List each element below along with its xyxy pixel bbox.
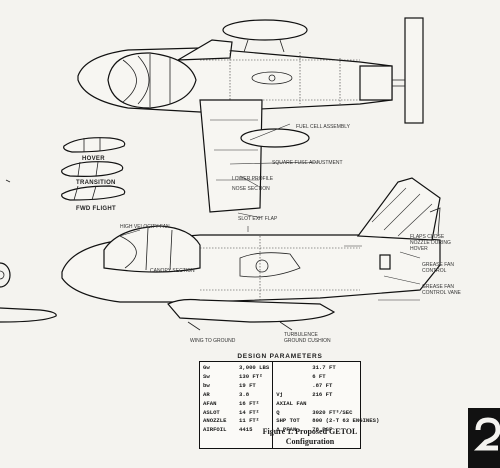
param-key: SHP TOT xyxy=(276,417,300,425)
param-row: 31.7 FT xyxy=(276,364,379,373)
param-row: bw 19 FT xyxy=(203,382,269,391)
param-value: 216 FT xyxy=(312,390,333,398)
param-row: AIRFOIL 4415 xyxy=(203,426,269,435)
svg-text:CANOPY SECTION: CANOPY SECTION xyxy=(150,268,195,274)
param-key: bw xyxy=(203,381,210,389)
param-row: 6 FT xyxy=(276,373,379,382)
corner-logo xyxy=(468,408,500,468)
param-key xyxy=(276,364,312,373)
param-key: Gw xyxy=(203,364,210,371)
figure-caption: Figure 1. Proposed GETOL Configuration xyxy=(245,427,375,447)
airfoil-fwd-flight: FWD FLIGHT xyxy=(61,185,126,212)
param-value: 6 FT xyxy=(312,372,326,380)
getol-drawing: FUEL CELL ASSEMBLY SQUARE FUSE ADJUSTMEN… xyxy=(0,17,462,344)
svg-text:HOVER: HOVER xyxy=(82,156,105,162)
svg-text:CONTROL VANE: CONTROL VANE xyxy=(422,290,462,296)
param-value: 800 (2-T 63 ENGINES) xyxy=(312,417,380,425)
param-row: SHP TOT 800 (2-T 63 ENGINES) xyxy=(276,417,379,426)
param-row: Q 3020 FT³/SEC xyxy=(276,409,379,418)
svg-text:HOVER: HOVER xyxy=(410,246,428,252)
param-row: AXIAL FAN xyxy=(276,400,379,409)
param-row: Vj 216 FT xyxy=(276,391,379,400)
svg-text:GREASE FAN: GREASE FAN xyxy=(422,262,454,268)
parameters-left-column: Gw 3,000 LBS Sw 130 FT² bw 19 FT AR 3.8 AFAN… xyxy=(200,362,274,448)
svg-text:GREASE FAN: GREASE FAN xyxy=(422,284,454,290)
svg-text:NOSE SECTION: NOSE SECTION xyxy=(232,186,270,192)
param-row: Δ PFAN 78 PSF xyxy=(276,426,379,435)
plan-view: FUEL CELL ASSEMBLY SQUARE FUSE ADJUSTMEN… xyxy=(77,17,424,222)
svg-text:TRANSITION: TRANSITION xyxy=(76,180,116,186)
svg-text:LOWER PROFILE: LOWER PROFILE xyxy=(232,176,274,182)
svg-text:WING TO GROUND: WING TO GROUND xyxy=(190,338,236,344)
param-key: AIRFOIL xyxy=(203,426,227,434)
svg-text:NOZZLE DURING: NOZZLE DURING xyxy=(410,240,451,246)
caption-line-2: Configuration xyxy=(285,437,335,446)
param-value: 16 FT² xyxy=(239,399,260,407)
param-value: 14 FT² xyxy=(239,408,260,416)
param-row: Gw 3,000 LBS xyxy=(203,364,269,373)
param-key: AFAN xyxy=(203,399,217,407)
param-key: Sw xyxy=(203,372,210,380)
airfoil-transition: TRANSITION xyxy=(61,161,124,186)
param-row: AR 3.8 xyxy=(203,391,269,400)
svg-text:FWD FLIGHT: FWD FLIGHT xyxy=(76,206,116,212)
caption-line-1: Figure 1. Proposed GETOL xyxy=(262,427,358,436)
svg-text:FLAPS CLOSE: FLAPS CLOSE xyxy=(410,234,445,240)
svg-text:FUEL CELL ASSEMBLY: FUEL CELL ASSEMBLY xyxy=(296,124,351,130)
svg-text:SLOT EXIT FLAP: SLOT EXIT FLAP xyxy=(238,216,278,222)
airfoil-hover: HOVER xyxy=(63,137,126,162)
side-view: HIGH VELOCITY FAN FLAPS CLOSE NOZZLE DUR… xyxy=(61,177,462,344)
svg-text:SQUARE FUSE ADJUSTMENT: SQUARE FUSE ADJUSTMENT xyxy=(272,160,343,166)
param-value: 31.7 FT xyxy=(312,364,336,371)
param-value: 3.8 xyxy=(239,390,250,398)
design-parameters-title: DESIGN PARAMETERS xyxy=(237,353,323,360)
param-value: 11 FT² xyxy=(239,417,260,425)
param-value: 3,000 LBS xyxy=(239,364,270,371)
svg-text:GROUND CUSHION: GROUND CUSHION xyxy=(284,338,331,344)
param-key: ASLOT xyxy=(203,408,220,416)
param-value: 78 PSF xyxy=(312,426,333,434)
param-key: ANOZZLE xyxy=(203,417,227,425)
svg-text:HIGH VELOCITY FAN: HIGH VELOCITY FAN xyxy=(120,224,170,230)
param-key xyxy=(276,373,312,382)
param-key: Δ PFAN xyxy=(276,426,297,434)
svg-text:CONTROL: CONTROL xyxy=(422,268,447,274)
design-parameters: DESIGN PARAMETERS Gw 3,000 LBS Sw 130 FT² … xyxy=(199,352,379,455)
param-value: 3020 FT³/SEC xyxy=(312,408,353,416)
param-key xyxy=(276,382,312,391)
parameters-right-column: 31.7 FT 6 FT .87 FT Vj 216 FT AXIAL FAN Q… xyxy=(273,362,382,448)
param-key: AXIAL FAN xyxy=(276,399,307,407)
param-row: Sw 130 FT² xyxy=(203,373,269,382)
param-value: 19 FT xyxy=(239,381,256,389)
param-key: Q xyxy=(276,408,280,416)
left-edge-fragments xyxy=(0,179,57,323)
airfoil-sections: HOVER TRANSITION FWD FLIGHT xyxy=(61,137,126,212)
param-value: .87 FT xyxy=(312,381,333,389)
param-key: AR xyxy=(203,390,210,398)
param-row: .87 FT xyxy=(276,382,379,391)
param-key: Vj xyxy=(276,390,283,398)
param-row: AFAN 16 FT² xyxy=(203,400,269,409)
design-parameters-box: Gw 3,000 LBS Sw 130 FT² bw 19 FT AR 3.8 AFAN… xyxy=(199,361,379,449)
param-row: ASLOT 14 FT² xyxy=(203,409,269,418)
param-row: ANOZZLE 11 FT² xyxy=(203,417,269,426)
param-value: 4415 xyxy=(239,426,253,434)
svg-text:TURBULENCE: TURBULENCE xyxy=(284,332,319,338)
param-value: 130 FT² xyxy=(239,372,263,380)
